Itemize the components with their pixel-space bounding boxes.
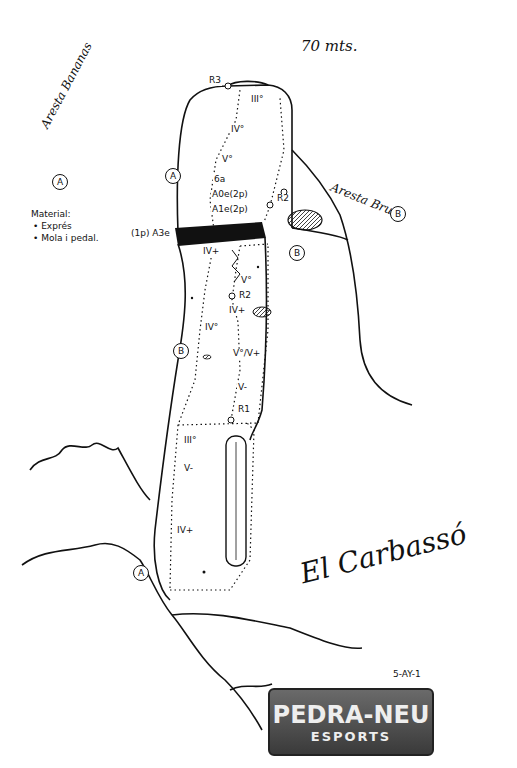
route-label: III°	[250, 95, 264, 105]
route-circle: B	[173, 343, 189, 359]
route-label: V°	[221, 155, 234, 165]
route-label: IV°	[230, 125, 245, 135]
logo-box: PEDRA-NEUESPORTS	[268, 688, 434, 756]
route-circle: B	[289, 245, 305, 261]
route-label: IV+	[228, 306, 246, 316]
route-label: A1e(2p)	[211, 205, 249, 215]
route-label: V-	[183, 464, 194, 474]
route-letter: B	[294, 248, 300, 258]
route-letter: A	[138, 568, 144, 578]
route-letter: B	[395, 209, 401, 219]
route-circle: A	[52, 174, 68, 190]
route-label: Aresta Bananas	[38, 40, 95, 132]
route-letter: A	[170, 171, 176, 181]
route-letter: A	[57, 177, 63, 187]
route-label: El Carbassó	[296, 519, 470, 590]
route-label: Material:	[30, 210, 72, 220]
route-label: IV+	[176, 526, 194, 536]
route-label: • Mola i pedal.	[32, 234, 100, 244]
route-label: • Exprés	[32, 222, 73, 232]
route-circle: A	[165, 168, 181, 184]
route-label: 6a	[213, 175, 226, 185]
route-label: R2	[276, 194, 290, 204]
route-letter: B	[178, 346, 184, 356]
route-label: A0e(2p)	[211, 190, 249, 200]
route-label: (1p) A3e	[130, 229, 171, 239]
route-label: III°	[183, 436, 197, 446]
route-circle: A	[133, 565, 149, 581]
route-circle: B	[390, 206, 406, 222]
route-label: R1	[237, 405, 251, 415]
route-label: V-	[237, 383, 248, 393]
route-label: V°/V+	[232, 349, 261, 359]
route-label: V°	[240, 276, 253, 286]
route-label: 70 mts.	[300, 38, 359, 55]
route-label: R2	[238, 291, 252, 301]
route-label: R3	[208, 76, 222, 86]
route-label: IV°	[204, 323, 219, 333]
route-label: 5-AY-1	[392, 670, 422, 680]
logo-title: PEDRA-NEU	[273, 701, 430, 729]
route-label: IV+	[202, 247, 220, 257]
logo-subtitle: ESPORTS	[311, 729, 391, 744]
